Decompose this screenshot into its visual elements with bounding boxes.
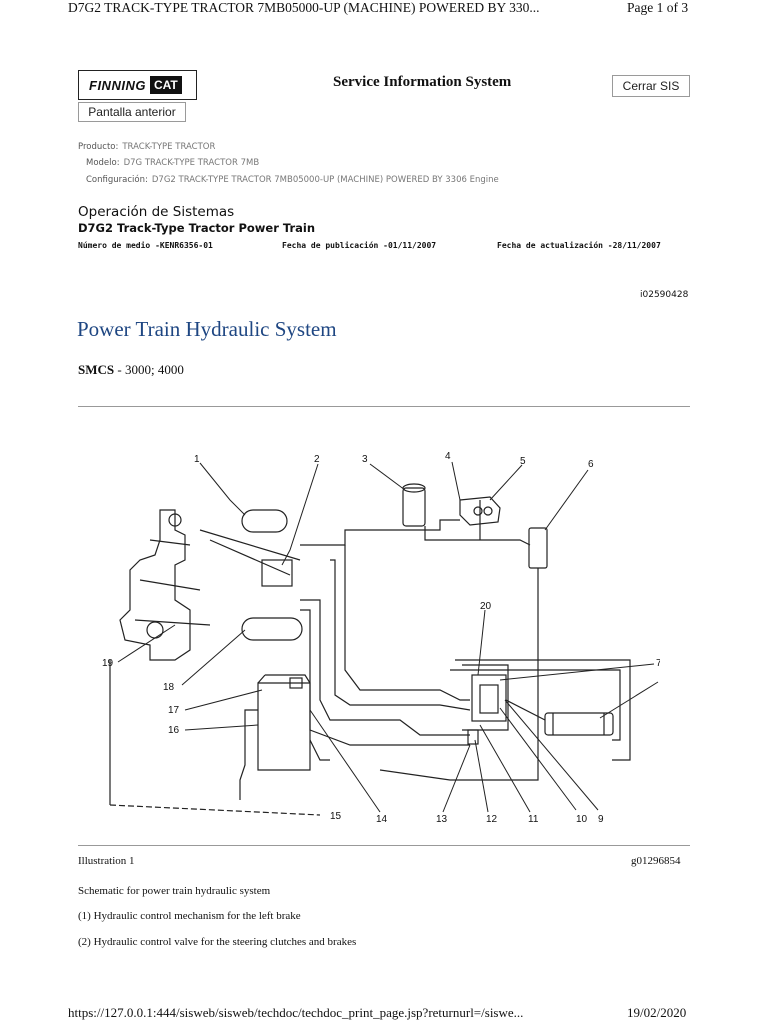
- section-title: Operación de Sistemas: [78, 204, 235, 220]
- print-header-title: D7G2 TRACK-TYPE TRACTOR 7MB05000-UP (MAC…: [68, 0, 540, 15]
- callout-18: 18: [163, 682, 175, 693]
- item-1: (1) Hydraulic control mechanism for the …: [78, 910, 301, 922]
- model-link[interactable]: D7G TRACK-TYPE TRACTOR 7MB: [123, 158, 260, 168]
- divider-illustration: [78, 845, 690, 846]
- callout-9: 9: [598, 814, 604, 825]
- divider-top: [78, 406, 690, 407]
- hydraulic-schematic: 1 2 3 4 5 6 7 8 9 10 11 12 13 14 15 16 1…: [102, 451, 660, 825]
- sis-title: Service Information System: [333, 74, 512, 90]
- callout-13: 13: [436, 814, 448, 825]
- product-link[interactable]: TRACK-TYPE TRACTOR: [122, 142, 216, 152]
- update-date: Fecha de actualización -28/11/2007: [497, 241, 661, 250]
- doc-subtitle: D7G2 Track-Type Tractor Power Train: [78, 221, 316, 235]
- smcs-line: SMCS - 3000; 4000: [78, 362, 184, 378]
- callout-16: 16: [168, 725, 180, 736]
- callout-6: 6: [588, 459, 594, 470]
- callout-7: 7: [656, 658, 660, 669]
- product-row: Producto:TRACK-TYPE TRACTOR: [78, 142, 215, 152]
- finning-logo-text: FINNING: [89, 77, 146, 93]
- product-label: Producto:: [78, 142, 119, 152]
- callout-15: 15: [330, 811, 342, 822]
- footer-date: 19/02/2020: [627, 1005, 687, 1020]
- callout-12: 12: [486, 814, 498, 825]
- illustration-code: g01296854: [631, 855, 681, 867]
- schematic-caption: Schematic for power train hydraulic syst…: [78, 885, 271, 897]
- config-label: Configuración:: [86, 175, 148, 185]
- publication-date: Fecha de publicación -01/11/2007: [282, 241, 437, 250]
- smcs-value: - 3000; 4000: [114, 362, 184, 377]
- footer-url: https://127.0.0.1:444/sisweb/sisweb/tech…: [68, 1005, 524, 1020]
- callout-4: 4: [445, 451, 451, 462]
- document-id: i02590428: [640, 290, 689, 300]
- config-row: Configuración:D7G2 TRACK-TYPE TRACTOR 7M…: [86, 175, 499, 185]
- callout-1: 1: [194, 454, 200, 465]
- item-2: (2) Hydraulic control valve for the stee…: [78, 936, 357, 948]
- print-page-number: Page 1 of 3: [627, 0, 689, 15]
- page-heading: Power Train Hydraulic System: [77, 317, 337, 341]
- callout-10: 10: [576, 814, 588, 825]
- model-row: Modelo:D7G TRACK-TYPE TRACTOR 7MB: [86, 158, 259, 168]
- illustration-label: Illustration 1: [78, 855, 135, 867]
- callout-3: 3: [362, 454, 368, 465]
- model-label: Modelo:: [86, 158, 120, 168]
- callout-17: 17: [168, 705, 180, 716]
- callout-2: 2: [314, 454, 320, 465]
- config-value: D7G2 TRACK-TYPE TRACTOR 7MB05000-UP (MAC…: [151, 175, 499, 185]
- callout-19: 19: [102, 658, 114, 669]
- callout-20: 20: [480, 601, 492, 612]
- previous-screen-button[interactable]: Pantalla anterior: [78, 102, 186, 122]
- cat-logo-text: CAT: [149, 76, 182, 94]
- close-sis-button[interactable]: Cerrar SIS: [612, 75, 690, 97]
- callout-14: 14: [376, 814, 388, 825]
- finning-cat-logo: FINNING CAT: [78, 70, 197, 100]
- smcs-label: SMCS: [78, 362, 115, 377]
- callout-11: 11: [528, 814, 539, 825]
- callout-5: 5: [520, 456, 526, 467]
- media-number: Número de medio -KENR6356-01: [78, 241, 213, 250]
